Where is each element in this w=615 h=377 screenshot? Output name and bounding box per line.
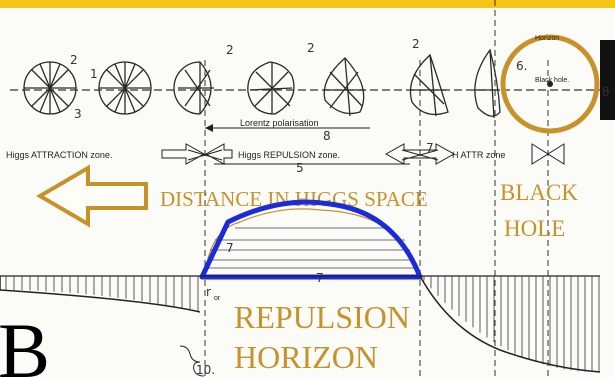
label-5: 5: [296, 161, 304, 175]
label-hole: HOLE: [504, 216, 565, 241]
sphere-3: [173, 61, 214, 115]
label-7b: 7: [226, 241, 234, 255]
sphere-4: [247, 61, 295, 115]
right-edge-bar: [600, 40, 615, 120]
label-repulsion: REPULSION: [234, 299, 410, 335]
label-higgs-attraction: Higgs ATTRACTION zone.: [6, 150, 112, 160]
label-10: 10.: [196, 363, 215, 377]
label-theta: θ: [602, 85, 609, 99]
dome-hatching: [206, 227, 416, 269]
label-distance: DISTANCE IN HIGGS SPACE: [160, 187, 428, 211]
label-black-hole-small: Black hole.: [535, 77, 569, 84]
label-2a: 2: [70, 53, 78, 67]
brace-10: [179, 345, 205, 377]
sphere-6: [409, 53, 449, 117]
sphere-5: [323, 57, 366, 117]
label-8: 8: [323, 129, 331, 143]
label-2c: 2: [307, 41, 315, 55]
black-hole-center: [547, 81, 553, 87]
label-h-attr: H ATTR zone: [452, 150, 505, 160]
label-7c: 7: [316, 271, 324, 285]
label-higgs-repulsion: Higgs REPULSION zone.: [238, 150, 340, 160]
label-6: 6.: [516, 59, 527, 73]
sphere-1: [23, 61, 77, 115]
attraction-arrow-icon: [161, 143, 206, 165]
right-potential-curve: [419, 275, 601, 373]
label-7a: 7: [426, 141, 434, 155]
black-hole-circle-icon: [500, 34, 600, 134]
particle-spheres: [23, 48, 501, 119]
label-r: r: [206, 285, 211, 299]
label-2b: 2: [226, 43, 234, 57]
lorentz-arrowhead: [205, 124, 213, 132]
left-arrow-icon: [36, 164, 148, 228]
cross-mid-icon: [401, 149, 439, 161]
label-3: 3: [74, 107, 82, 121]
label-letter-b: B: [0, 307, 50, 377]
label-horizon-big: HORIZON: [234, 339, 378, 375]
label-lorentz: Lorentz polarisation: [240, 118, 319, 128]
label-horizon-small: Horizon: [535, 35, 559, 42]
top-banner: [0, 0, 615, 8]
label-2d: 2: [412, 37, 420, 51]
label-black: BLACK: [500, 180, 578, 205]
right-hatching: [423, 276, 600, 372]
repulsion-dome: [199, 199, 423, 280]
sphere-2: [98, 61, 152, 115]
left-potential-curve: [0, 276, 201, 313]
label-1: 1: [90, 67, 98, 81]
left-hatching: [5, 276, 199, 312]
hole-bowtie-icon: [531, 143, 565, 165]
sphere-7: [474, 48, 501, 119]
repulsion-arrow-icon: [204, 143, 233, 165]
cross-left-icon: [187, 149, 223, 161]
label-r-sub: or: [214, 295, 221, 302]
double-arrow-icon: [384, 143, 456, 165]
